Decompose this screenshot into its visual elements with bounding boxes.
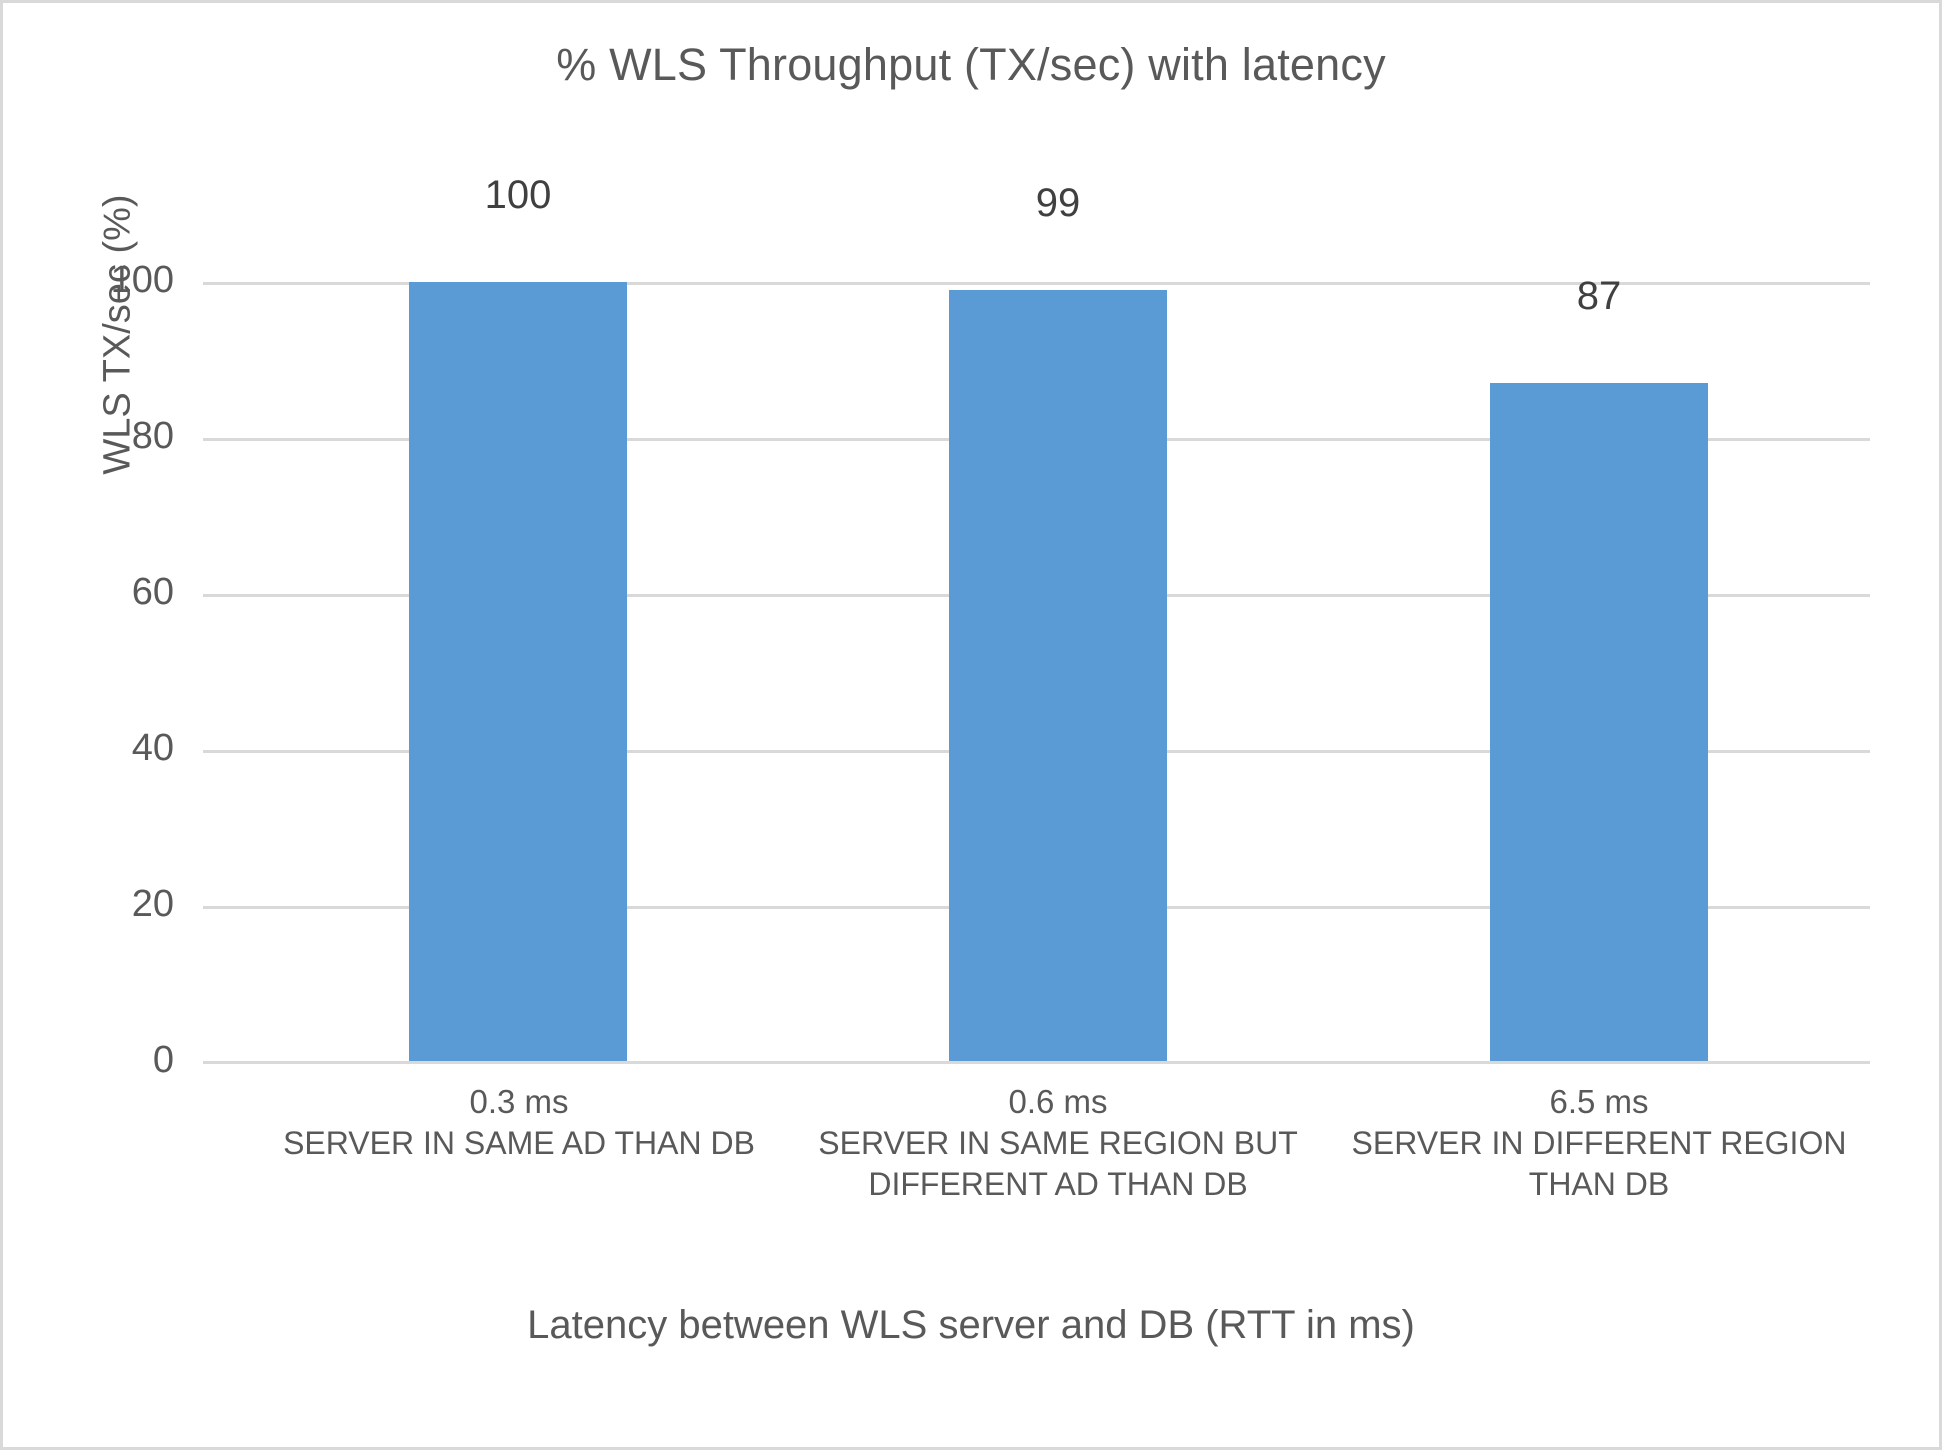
x-category-1-value: 0.6 ms [1008,1083,1108,1120]
y-tick-label-80: 80 [131,415,174,457]
x-category-0-value: 0.3 ms [469,1083,569,1120]
gridline-100 [203,282,1870,285]
y-tick-label-0: 0 [152,1039,174,1081]
bar-value-1: 99 [1035,181,1081,225]
bar-value-0: 100 [484,173,552,217]
y-tick-label-100: 100 [110,259,174,301]
bar-1[interactable] [949,290,1167,1061]
x-category-1-description: SERVER IN SAME REGION BUT DIFFERENT AD T… [818,1125,1298,1203]
y-tick-label-40: 40 [131,727,174,769]
x-axis-title: Latency between WLS server and DB (RTT i… [527,1303,1415,1347]
y-tick-label-60: 60 [131,571,174,613]
bar-value-2: 87 [1576,274,1622,318]
x-category-2: 6.5 ms SERVER IN DIFFERENT REGION THAN D… [1319,1081,1879,1205]
chart-title: % WLS Throughput (TX/sec) with latency [556,39,1386,90]
x-category-2-description: SERVER IN DIFFERENT REGION THAN DB [1351,1125,1847,1203]
gridline-0 [203,1061,1870,1064]
x-category-0: 0.3 ms SERVER IN SAME AD THAN DB [239,1081,799,1164]
x-category-0-description: SERVER IN SAME AD THAN DB [283,1125,755,1162]
y-tick-label-20: 20 [131,883,174,925]
plot-area [203,282,1870,1064]
bar-2[interactable] [1490,383,1708,1061]
y-axis-title: WLS TX/sec (%) [96,194,139,475]
x-category-2-value: 6.5 ms [1549,1083,1649,1120]
bar-0[interactable] [409,282,627,1061]
x-category-1: 0.6 ms SERVER IN SAME REGION BUT DIFFERE… [778,1081,1338,1205]
